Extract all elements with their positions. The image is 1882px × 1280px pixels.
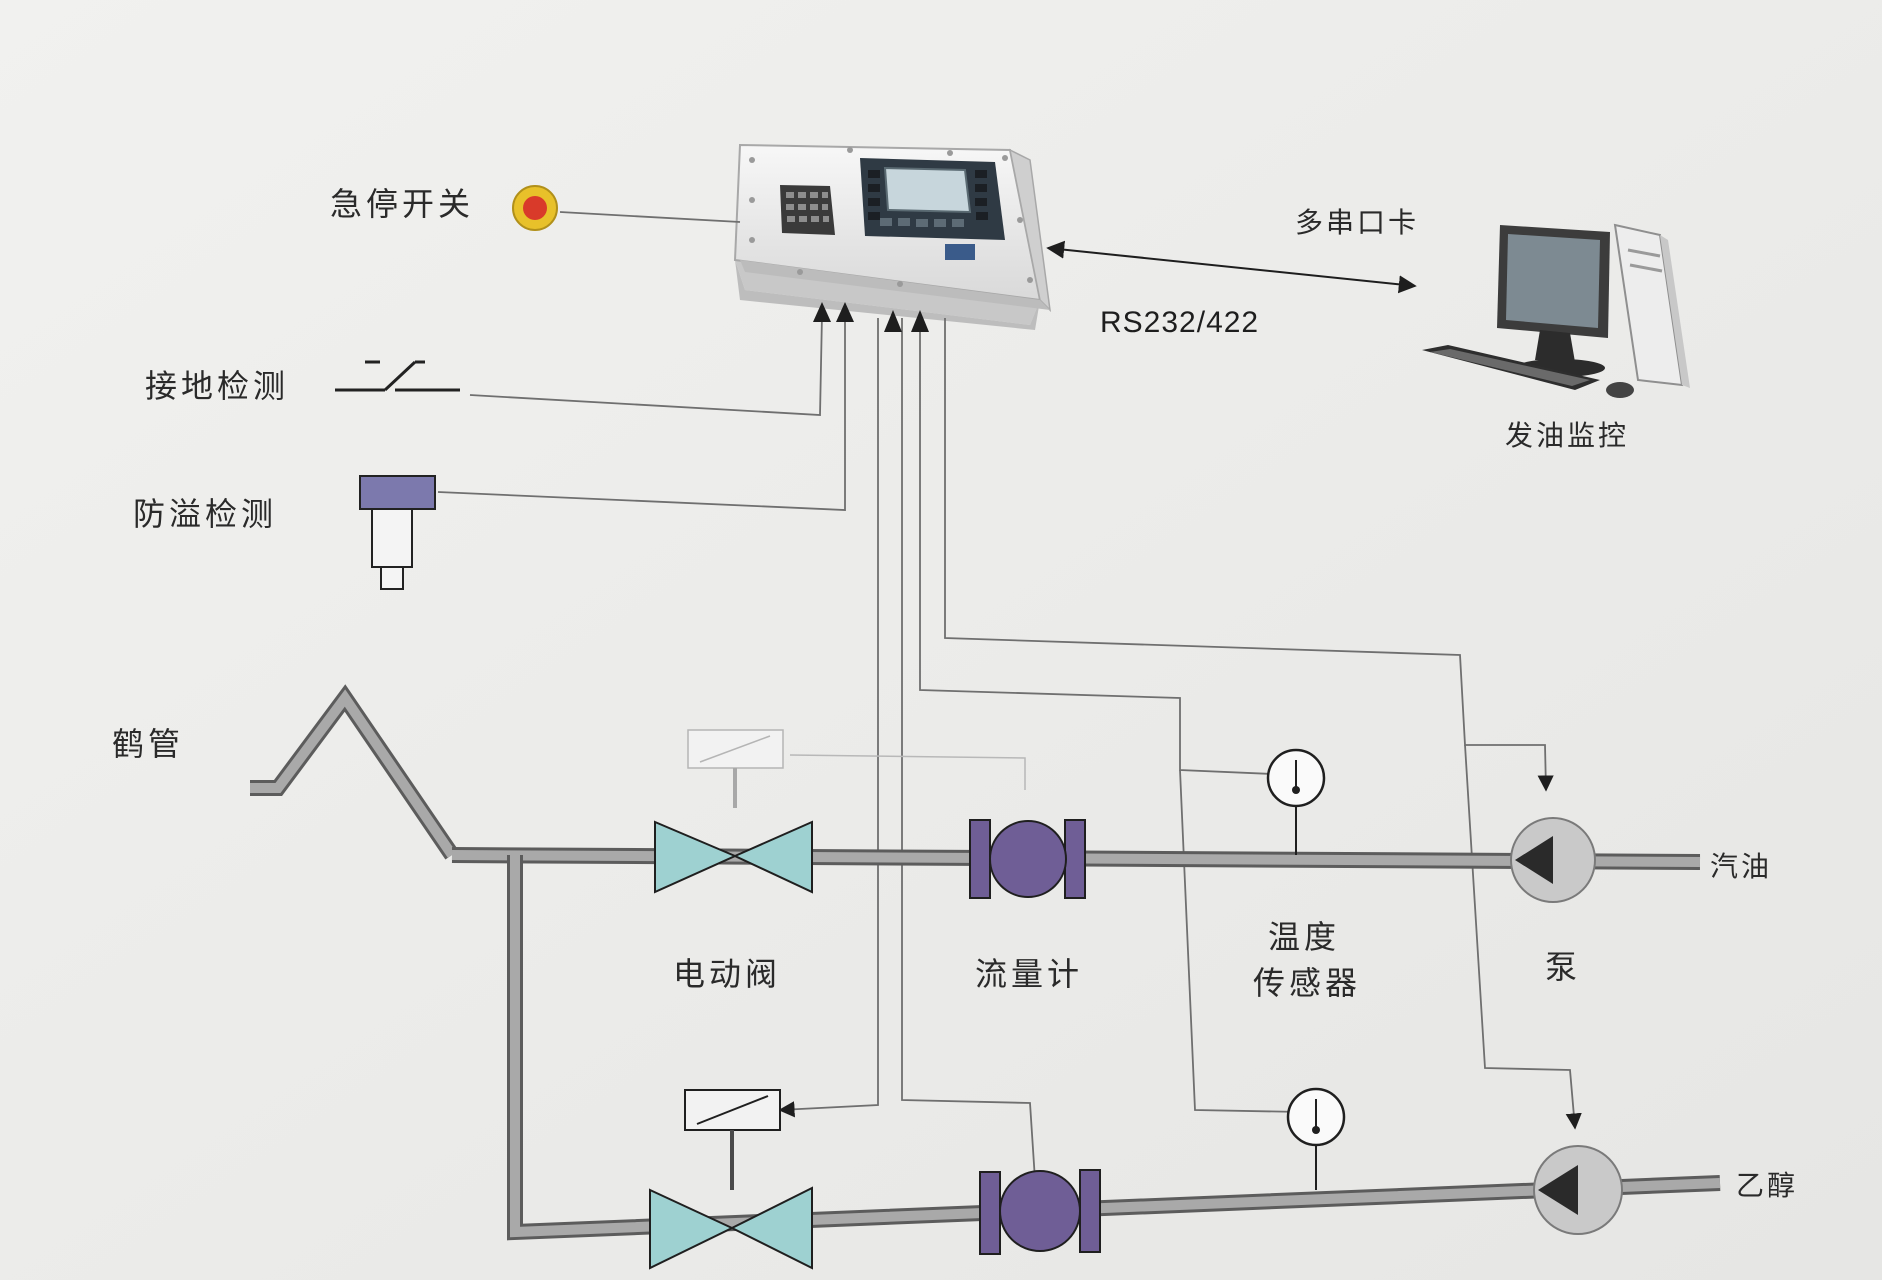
- controller-input-arrows: [813, 302, 929, 332]
- desktop-computer-icon: [1422, 223, 1690, 398]
- thermometer-gauge-icon: [1286, 1087, 1346, 1190]
- overflow-sensor-icon: [359, 475, 436, 590]
- estop-label: 急停开关: [330, 185, 474, 223]
- overflow-label: 防溢检测: [133, 495, 277, 533]
- protocol-label: RS232/422: [1100, 306, 1259, 339]
- serial-card-label: 多串口卡: [1295, 206, 1419, 239]
- temp-sensor-label-line2: 传感器: [1253, 964, 1361, 1002]
- signal-wires: [437, 211, 1582, 1181]
- flow-meter-icon: [979, 1169, 1101, 1255]
- ground-label: 接地检测: [145, 367, 289, 405]
- thermometer-gauge-icon: [1266, 748, 1326, 855]
- pump-label: 泵: [1545, 948, 1581, 986]
- grounding-switch-icon: [335, 360, 460, 392]
- flow-meter-icon: [969, 819, 1086, 899]
- batch-controller-icon: [733, 143, 1052, 330]
- ethanol-label: 乙醇: [1736, 1169, 1798, 1202]
- gasoline-label: 汽油: [1710, 850, 1772, 883]
- rs232-link-arrow: [1046, 240, 1417, 294]
- electric-valve-icon: [649, 1089, 813, 1270]
- valve-label: 电动阀: [673, 955, 781, 993]
- monitor-label: 发油监控: [1505, 419, 1629, 452]
- flowmeter-label: 流量计: [975, 955, 1083, 993]
- crane-pipe-label: 鹤管: [112, 725, 184, 763]
- pump-icon: [1533, 1145, 1623, 1235]
- electric-valve-icon: [654, 729, 813, 894]
- emergency-stop-button-icon: [512, 185, 558, 231]
- pump-icon: [1510, 817, 1596, 903]
- temp-sensor-label-line1: 温度: [1268, 918, 1340, 956]
